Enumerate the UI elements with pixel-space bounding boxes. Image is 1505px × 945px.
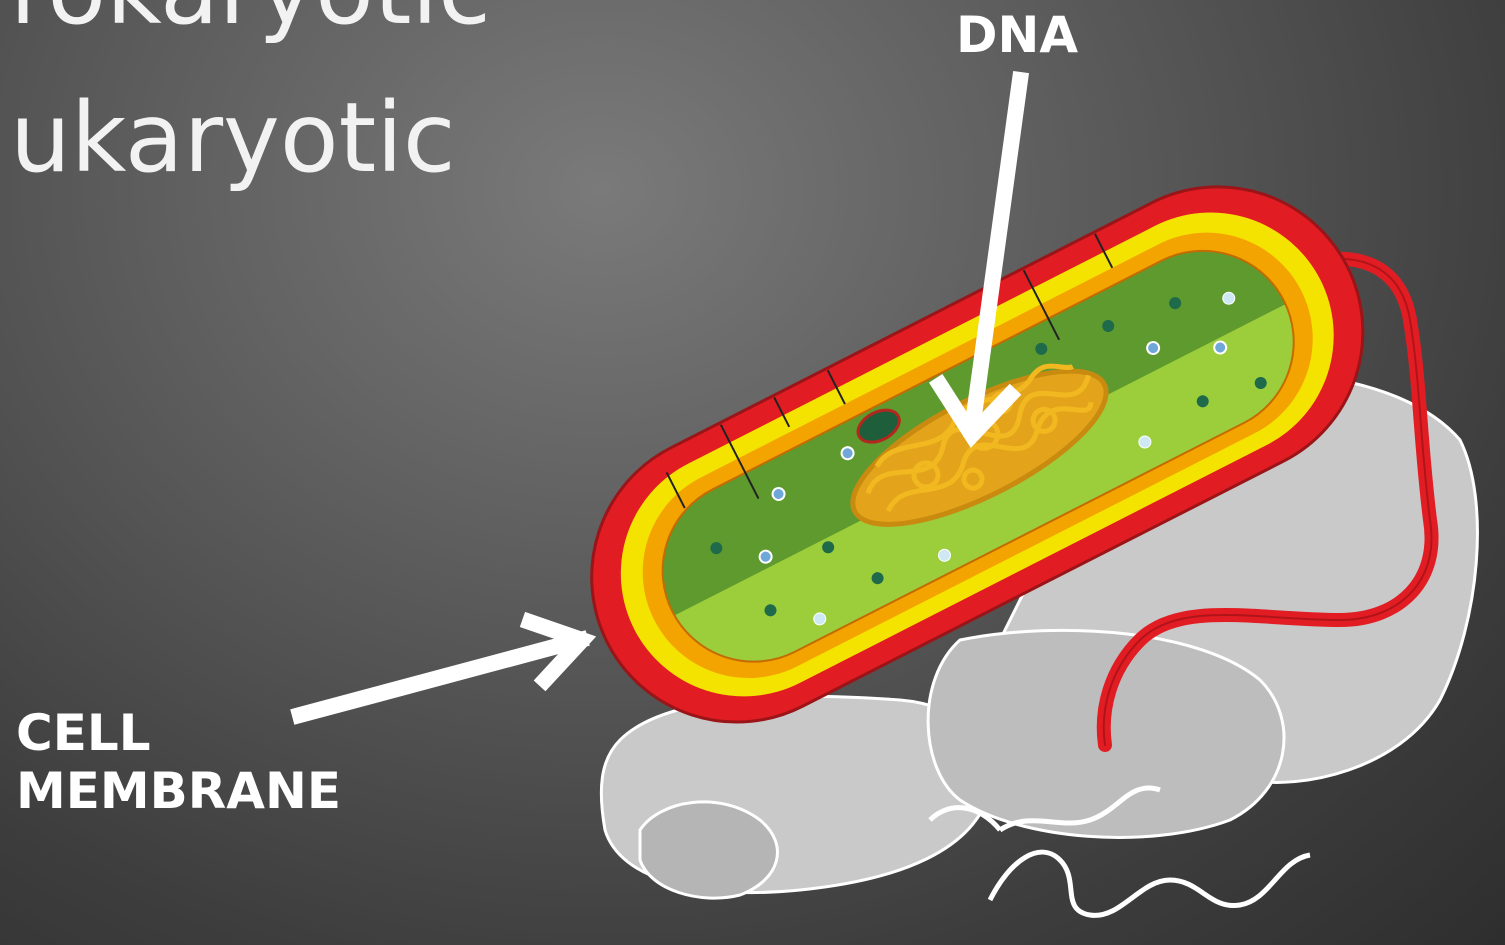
cell-membrane-label: CELL MEMBRANE — [16, 704, 341, 820]
membrane-arrow — [300, 622, 582, 715]
cell-membrane-label-line2: MEMBRANE — [16, 762, 341, 820]
slide-title-top-partial: rokaryotic — [10, 0, 491, 38]
cell-membrane-label-line1: CELL — [16, 704, 341, 762]
dna-label: DNA — [956, 6, 1078, 64]
slide-title: ukaryotic — [10, 90, 456, 186]
